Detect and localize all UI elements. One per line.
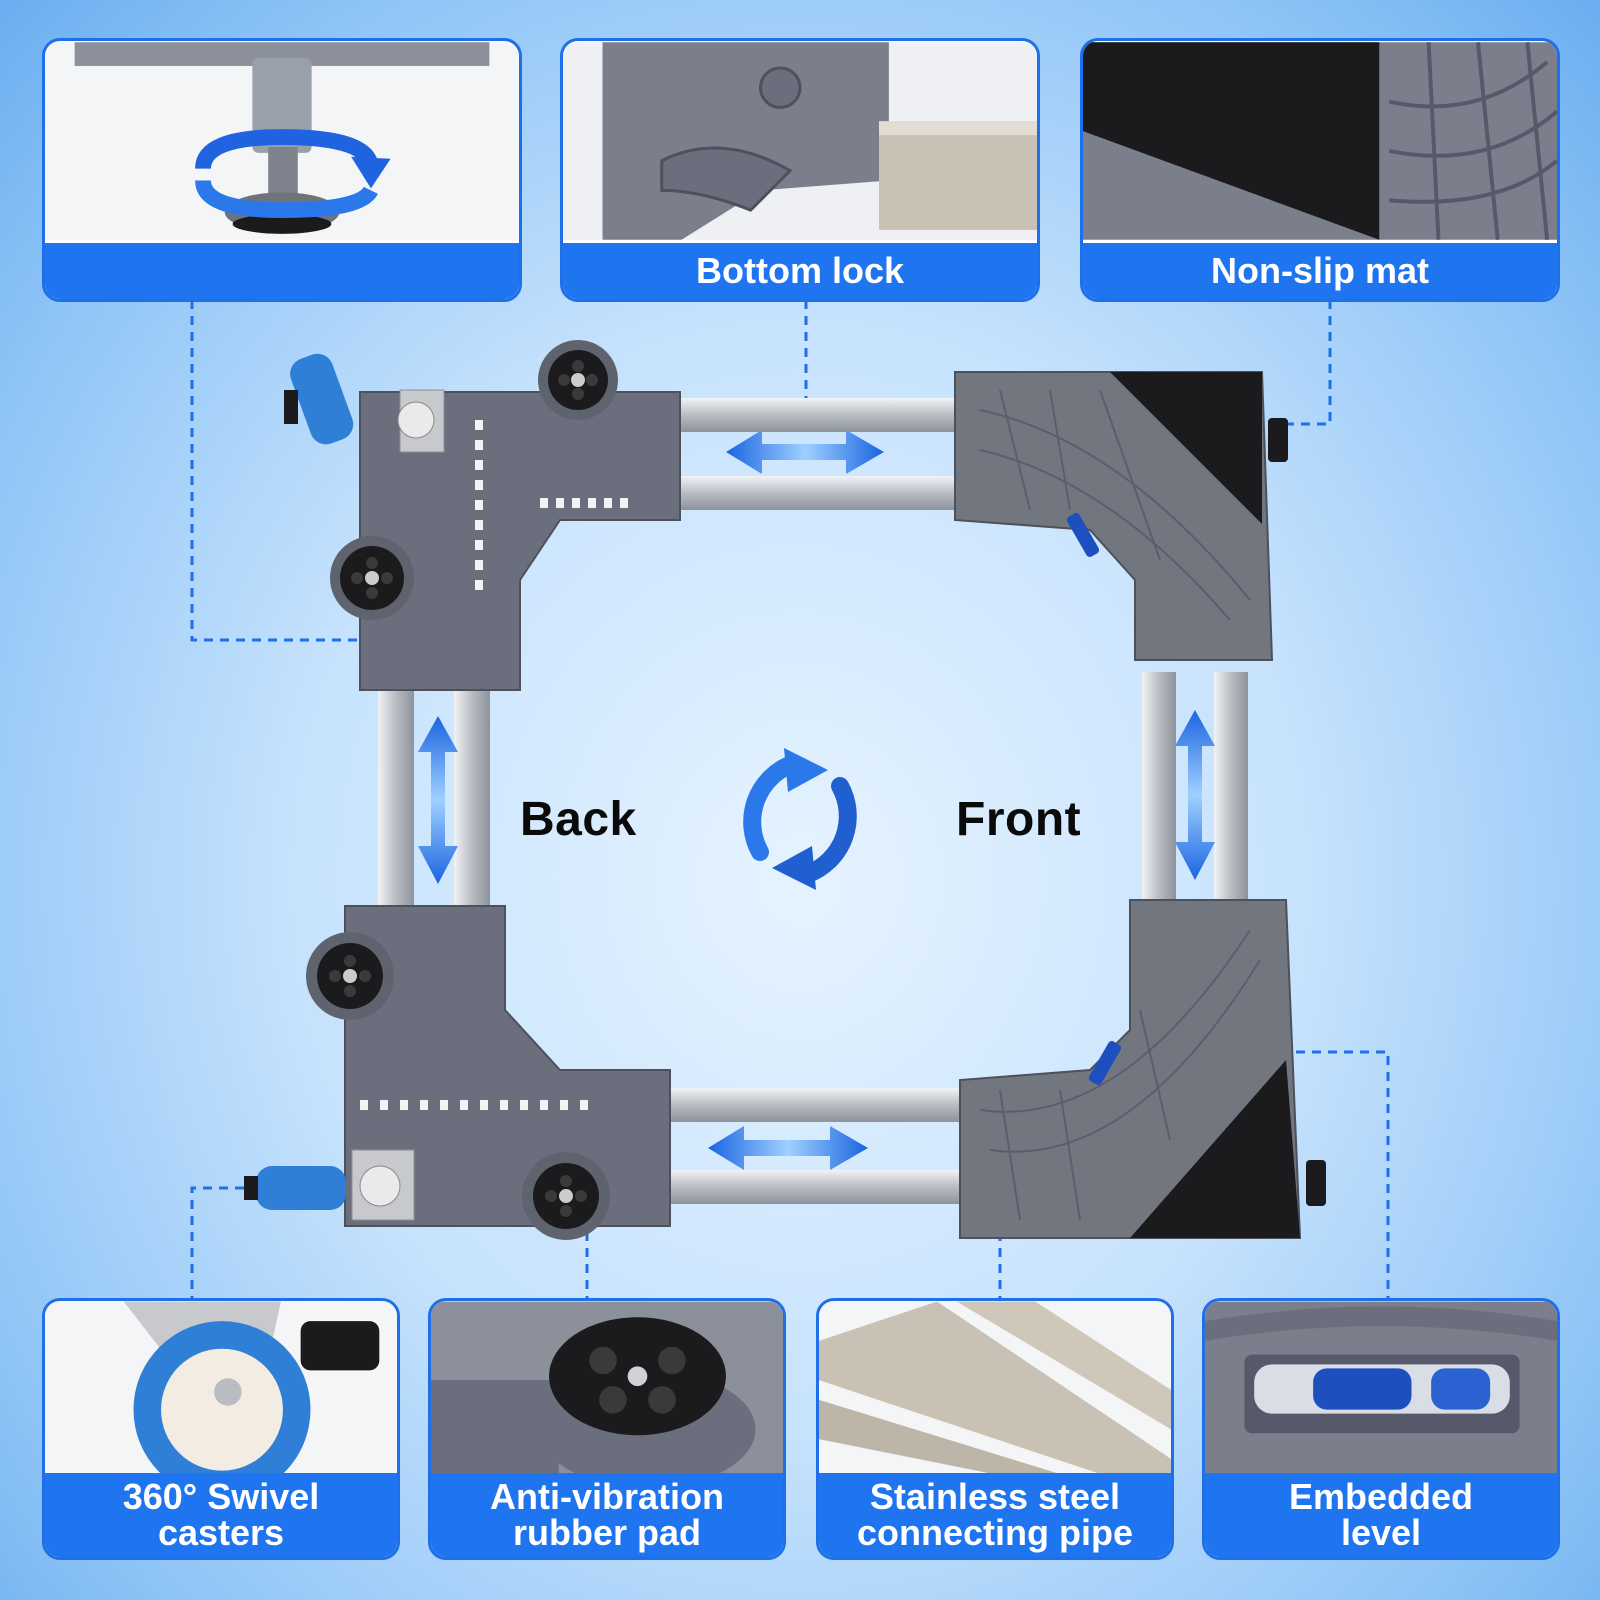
rotate-arrow-icon bbox=[195, 129, 379, 170]
card-bottom-lock: Bottom lock bbox=[560, 38, 1040, 302]
card-steel-pipe: Stainless steel connecting pipe bbox=[816, 1298, 1174, 1560]
bottom-lock-illustration bbox=[563, 42, 1037, 240]
rubber-pad-illustration bbox=[431, 1301, 783, 1479]
caption-line-2: casters bbox=[157, 1512, 285, 1553]
caption-line-2: connecting pipe bbox=[856, 1512, 1133, 1553]
card-swivel-casters: 360° Swivel casters bbox=[42, 1298, 400, 1560]
caster-bottom bbox=[244, 1149, 415, 1221]
caption-line-1: Stainless steel bbox=[869, 1476, 1121, 1517]
corner-block-back-top bbox=[359, 391, 681, 691]
card-caption: Stainless steel connecting pipe bbox=[819, 1473, 1171, 1557]
steel-pipe-illustration bbox=[819, 1301, 1171, 1479]
non-slip-pad-bottom bbox=[1130, 1060, 1300, 1238]
double-arrow-icon bbox=[708, 430, 884, 1170]
embedded-level-illustration bbox=[1205, 1301, 1557, 1479]
caster-illustration bbox=[45, 1301, 397, 1479]
caption-line-1: 360° Swivel bbox=[122, 1476, 320, 1517]
card-caption bbox=[45, 243, 519, 299]
caption-line-2: rubber pad bbox=[512, 1512, 701, 1553]
non-slip-mat-illustration bbox=[1083, 42, 1557, 240]
swap-arrows-icon bbox=[743, 748, 857, 890]
caption-line-1: Anti-vibration bbox=[490, 1476, 724, 1517]
caption-line-1: Embedded bbox=[1288, 1476, 1474, 1517]
card-caption: Anti-vibration rubber pad bbox=[431, 1473, 783, 1557]
card-rubber-pad: Anti-vibration rubber pad bbox=[428, 1298, 786, 1560]
caption-line-2: level bbox=[1340, 1512, 1422, 1553]
back-label: Back bbox=[520, 793, 637, 846]
card-caption: Bottom lock bbox=[563, 243, 1037, 299]
card-embedded-level: Embedded level bbox=[1202, 1298, 1560, 1560]
side-latches bbox=[1268, 418, 1326, 1206]
front-label: Front bbox=[956, 793, 1082, 846]
corner-block-back-bottom bbox=[344, 905, 671, 1227]
card-caption: 360° Swivel casters bbox=[45, 1473, 397, 1557]
card-adjustable-foot bbox=[42, 38, 522, 302]
caster-top bbox=[284, 353, 445, 453]
card-caption: Non-slip mat bbox=[1083, 243, 1557, 299]
adjustable-foot-illustration bbox=[45, 42, 519, 240]
non-slip-pad-top bbox=[1110, 372, 1262, 524]
steel-pipes bbox=[378, 398, 1248, 1204]
double-arrow-icon bbox=[418, 710, 1215, 884]
rubber-feet bbox=[306, 340, 618, 1240]
card-non-slip-mat: Non-slip mat bbox=[1080, 38, 1560, 302]
card-caption: Embedded level bbox=[1205, 1473, 1557, 1557]
